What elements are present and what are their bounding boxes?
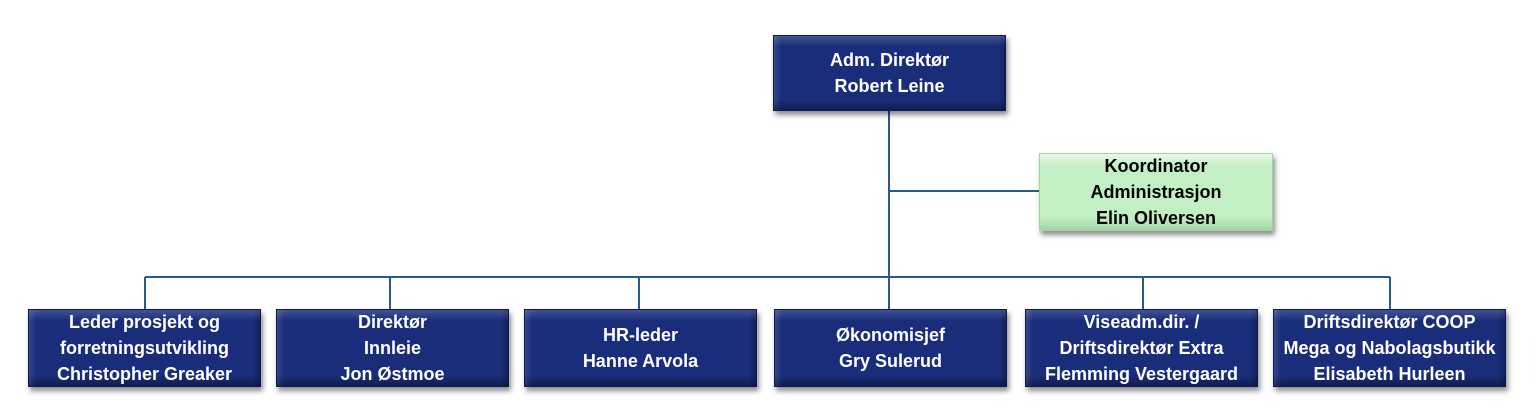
node-title: Koordinator [1104, 156, 1208, 176]
node-person-name: Christopher Greaker [56, 364, 233, 384]
node-title: Direktør [357, 312, 428, 332]
org-node-report-1: Leder prosjekt og forretningsutvikling C… [28, 309, 261, 387]
node-person-name: Robert Leine [834, 76, 945, 96]
node-title-line-1: Leder prosjekt og [68, 312, 221, 332]
node-title: Økonomisjef [835, 325, 946, 345]
node-title: HR-leder [602, 325, 678, 345]
node-title-line-1: Viseadm.dir. / [1083, 312, 1200, 332]
org-node-report-2: Direktør Innleie Jon Østmoe [276, 309, 509, 387]
node-person-name: Flemming Vestergaard [1044, 364, 1239, 384]
node-person-name: Elisabeth Hurleen [1313, 364, 1466, 384]
node-title-line-2: forretningsutvikling [59, 338, 229, 358]
org-node-report-4: Økonomisjef Gry Sulerud [774, 309, 1007, 387]
node-department: Innleie [363, 338, 421, 358]
node-person-name: Jon Østmoe [340, 364, 445, 384]
node-title-line-2: Mega og Nabolagsbutikk [1283, 338, 1496, 358]
node-title-line-2: Driftsdirektør Extra [1059, 338, 1224, 358]
node-person-name: Gry Sulerud [838, 351, 943, 371]
org-node-report-5: Viseadm.dir. / Driftsdirektør Extra Flem… [1025, 309, 1258, 387]
node-person-name: Elin Oliversen [1095, 208, 1217, 228]
org-node-root: Adm. Direktør Robert Leine [773, 35, 1006, 111]
node-department: Administrasjon [1090, 182, 1222, 202]
org-node-staff-coordinator: Koordinator Administrasjon Elin Oliverse… [1039, 153, 1273, 231]
node-title-line-1: Driftsdirektør COOP [1303, 312, 1476, 332]
node-title: Adm. Direktør [829, 50, 950, 70]
org-node-report-3: HR-leder Hanne Arvola [524, 309, 757, 387]
node-person-name: Hanne Arvola [582, 351, 699, 371]
org-node-report-6: Driftsdirektør COOP Mega og Nabolagsbuti… [1273, 309, 1506, 387]
